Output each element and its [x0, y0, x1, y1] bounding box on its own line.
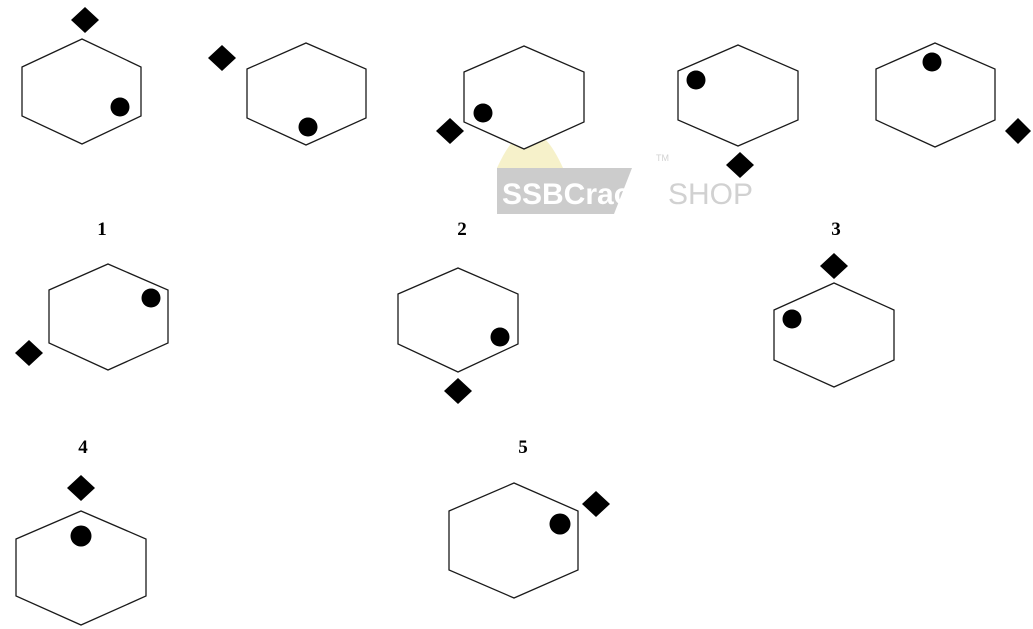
diamond-marker	[436, 118, 464, 144]
watermark-logo-icon	[497, 131, 668, 214]
answer-label-1: 1	[97, 219, 107, 240]
answer-figure-2[interactable]	[397, 267, 519, 404]
hexagon-shape	[21, 38, 142, 145]
answer-label-3: 3	[831, 219, 841, 240]
dot-marker	[473, 103, 493, 123]
dot-marker	[686, 70, 706, 90]
hexagon-shape	[448, 482, 579, 599]
answer-figure-1[interactable]	[15, 263, 169, 371]
answer-figure-5[interactable]	[448, 482, 610, 599]
dot-marker	[549, 513, 571, 535]
dot-marker	[298, 117, 318, 137]
watermark-tm: TM	[656, 153, 669, 163]
dot-marker	[490, 327, 510, 347]
answer-label-2: 2	[457, 219, 467, 240]
diamond-marker	[15, 340, 43, 366]
watermark: SSBCrack SHOP TM	[497, 131, 753, 214]
diamond-marker	[444, 378, 472, 404]
question-figure-1	[21, 7, 142, 145]
diamond-marker	[71, 7, 99, 33]
dot-marker	[141, 288, 161, 308]
diamond-marker	[1005, 118, 1031, 144]
hexagon-shape	[463, 45, 585, 150]
question-figure-4	[677, 44, 799, 178]
hexagon-shape	[246, 42, 367, 146]
diamond-marker	[67, 475, 95, 501]
diamond-marker	[582, 491, 610, 517]
diamond-marker	[726, 152, 754, 178]
dot-marker	[782, 309, 802, 329]
question-figure-2	[208, 42, 367, 146]
answer-label-4: 4	[78, 437, 88, 458]
hexagon-shape	[677, 44, 799, 147]
watermark-suffix: SHOP	[668, 178, 753, 211]
question-figure-5	[875, 42, 1031, 148]
dot-marker	[110, 97, 130, 117]
hexagon-shape	[48, 263, 169, 371]
answer-figure-4[interactable]	[15, 475, 147, 626]
watermark-brand: SSBCrack	[502, 178, 647, 211]
question-figure-3	[436, 45, 585, 150]
answer-figure-3[interactable]	[773, 253, 895, 388]
hexagon-shape	[397, 267, 519, 373]
diamond-marker	[820, 253, 848, 279]
dot-marker	[70, 525, 92, 547]
hexagon-shape	[875, 42, 996, 148]
dot-marker	[922, 52, 942, 72]
hexagon-shape	[15, 510, 147, 626]
answer-label-5: 5	[518, 437, 528, 458]
hexagon-shape	[773, 282, 895, 388]
diamond-marker	[208, 45, 236, 71]
